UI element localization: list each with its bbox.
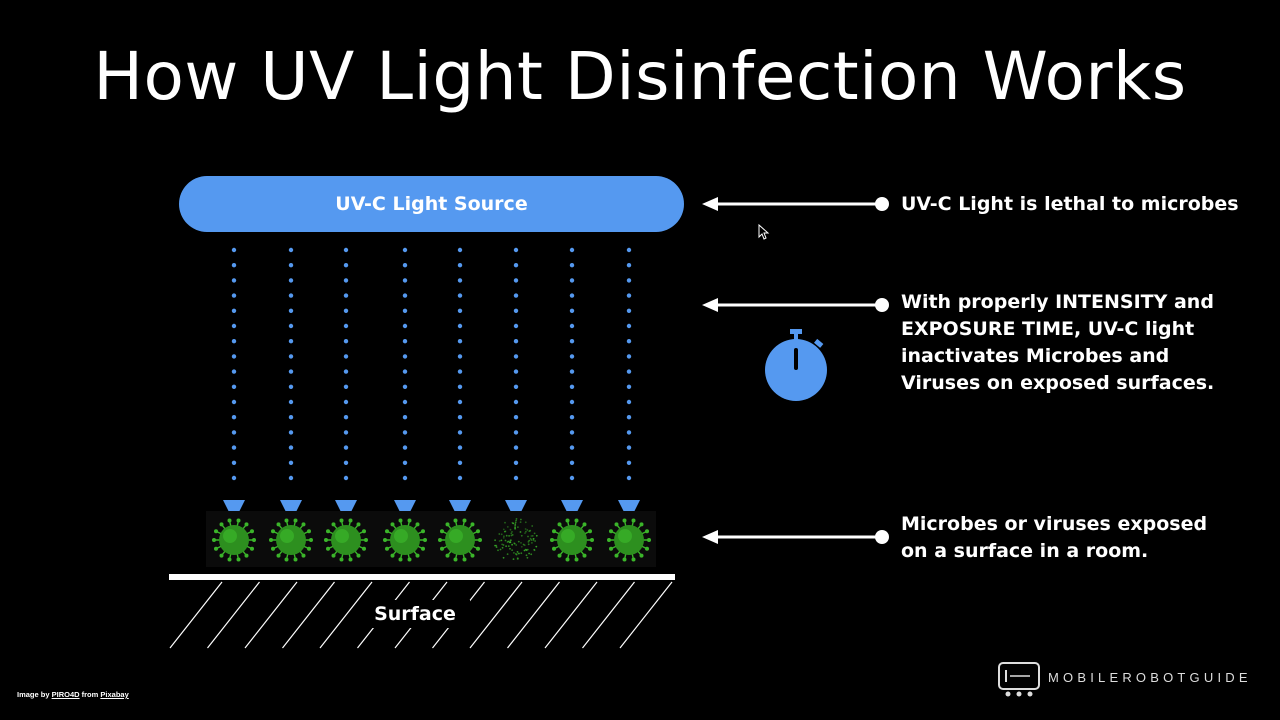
note-line: With properly INTENSITY and xyxy=(901,291,1214,313)
note-line: inactivates Microbes and xyxy=(901,345,1170,367)
credit-site-link[interactable]: Pixabay xyxy=(100,690,129,699)
surface-label: Surface xyxy=(360,600,470,628)
robot-icon xyxy=(998,662,1040,697)
brand-logo-text: MOBILEROBOTGUIDE xyxy=(1048,670,1252,685)
note-surface-microbes: Microbes or viruses exposed on a surface… xyxy=(901,511,1207,565)
arrow-note-2 xyxy=(702,298,889,312)
stopwatch-icon xyxy=(765,329,827,401)
note-lethal: UV-C Light is lethal to microbes xyxy=(901,191,1239,218)
mouse-cursor-icon xyxy=(758,224,770,240)
note-line: Viruses on exposed surfaces. xyxy=(901,372,1215,394)
virus-icon xyxy=(383,518,427,562)
note-exposure: With properly INTENSITY and EXPOSURE TIM… xyxy=(901,289,1214,397)
image-credit: Image by PIRO4D from Pixabay xyxy=(17,690,129,699)
note-line: on a surface in a room. xyxy=(901,540,1149,562)
arrow-note-1 xyxy=(702,197,889,211)
uv-ray xyxy=(280,247,302,522)
virus-icon xyxy=(324,518,368,562)
credit-prefix: Image by xyxy=(17,690,52,699)
credit-author-link[interactable]: PIRO4D xyxy=(51,690,80,699)
arrow-note-3 xyxy=(702,530,889,544)
virus-icon xyxy=(607,518,651,562)
note-line: Microbes or viruses exposed xyxy=(901,513,1208,535)
virus-icon xyxy=(212,518,256,562)
uv-ray xyxy=(561,247,583,522)
page-title: How UV Light Disinfection Works xyxy=(93,38,1187,115)
virus-icon xyxy=(269,518,313,562)
uv-light-source: UV-C Light Source xyxy=(179,176,684,232)
virus-icon xyxy=(438,518,482,562)
virus-icon xyxy=(550,518,594,562)
note-line: UV-C Light is lethal to microbes xyxy=(901,193,1239,215)
note-line: EXPOSURE TIME, UV-C light xyxy=(901,318,1195,340)
virus-icon-inactivated xyxy=(494,518,538,560)
credit-middle: from xyxy=(79,690,101,699)
uv-light-source-label: UV-C Light Source xyxy=(335,193,528,215)
